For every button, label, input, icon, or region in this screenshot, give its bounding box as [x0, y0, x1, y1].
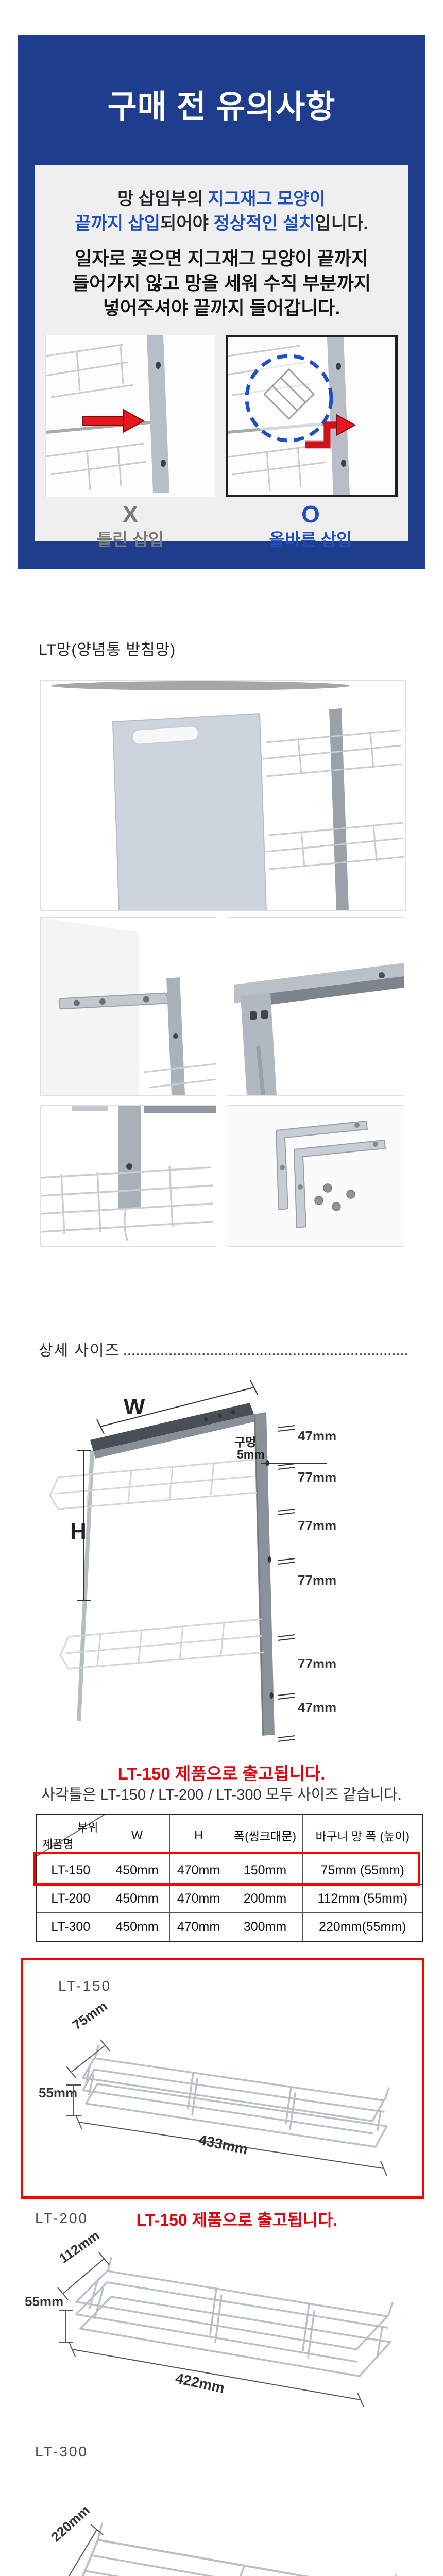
- notice-inner-panel: 망 삽입부의 지그재그 모양이 끝까지 삽입되어야 정상적인 설치입니다. 일자…: [35, 165, 408, 549]
- upper-basket: [49, 1459, 258, 1510]
- purchase-notice-box: 구매 전 유의사항 망 삽입부의 지그재그 모양이 끝까지 삽입되어야 정상적인…: [18, 35, 425, 569]
- photo-bracket-mounted: [40, 917, 216, 1096]
- frame-size-note: 사각틀은 LT-150 / LT-200 / LT-300 모두 사이즈 같습니…: [41, 1787, 402, 1803]
- wire-basket-lower: [266, 822, 405, 870]
- spec-table: 부위 제품명 W H 폭(씽크대문) 바구니 망 폭 (높이) LT-150 4…: [36, 1814, 423, 1942]
- magnifier-circle-icon: [245, 354, 333, 443]
- screws: [314, 1183, 355, 1211]
- h-dim-label: H: [70, 1519, 87, 1544]
- o-mark: O: [301, 501, 320, 528]
- lt300-tray-drawing: [68, 2522, 397, 2576]
- lt200-diagram: LT-200: [21, 2205, 428, 2437]
- metal-post: [147, 335, 169, 493]
- w-dim-label: W: [124, 1394, 145, 1419]
- col-header-basket: 바구니 망 폭 (높이): [302, 1814, 423, 1856]
- dim-47-top: 47mm: [298, 1428, 337, 1444]
- ship-notice-2: LT-150 제품으로 출고됩니다.: [136, 2211, 338, 2229]
- size-diagram: [49, 1378, 368, 1759]
- wrong-insertion-caption: X 틀린 삽입: [45, 501, 215, 550]
- l-brackets: [275, 1120, 386, 1229]
- notice-p1-highlight: 지그재그 모양이: [208, 189, 326, 209]
- zigzag-arrow-icon: [305, 414, 356, 449]
- hole-label: 구멍: [234, 1435, 257, 1449]
- rail-bracket: [241, 993, 277, 1095]
- notice-paragraph-1: 망 삽입부의 지그재그 모양이 끝까지 삽입되어야 정상적인 설치입니다.: [75, 189, 368, 233]
- lt300-diagram: LT-300 220mm 55mm 454mm: [21, 2439, 433, 2576]
- col-header-h: H: [169, 1814, 228, 1856]
- ship-notice-1: LT-150 제품으로 출고됩니다.: [117, 1764, 326, 1783]
- inner-rail: [258, 976, 404, 1006]
- lower-basket: [59, 1618, 265, 1670]
- wire-basket-upper: [263, 729, 403, 777]
- dim-47-bottom: 47mm: [298, 1700, 337, 1715]
- photo-basket-hook-detail: [40, 1105, 216, 1247]
- photo-correct-insertion: [226, 335, 398, 497]
- photo-product-installed: [40, 680, 406, 911]
- col-header-width: 폭(씽크대문): [227, 1814, 303, 1856]
- lt150-diagram-box: LT-150: [21, 1958, 424, 2199]
- dimension-ticks: [277, 1425, 296, 1742]
- table-row-lt200: LT-200 450mm 470mm 200mm 112mm (55mm): [36, 1884, 423, 1913]
- frame-post: [118, 1106, 141, 1209]
- table-row-lt300: LT-300 450mm 470mm 300mm 220mm(55mm): [36, 1912, 423, 1942]
- lt150-tray-drawing: [66, 2039, 390, 2176]
- notice-p1-text: 망 삽입부의: [117, 189, 208, 209]
- dotted-leader: [124, 1353, 407, 1355]
- lt150-height-dim: 55mm: [39, 2085, 78, 2100]
- lt150-diagram-label: LT-150: [58, 1978, 112, 1994]
- dim-77-2: 77mm: [298, 1518, 337, 1533]
- straight-arrow-icon: [82, 409, 145, 433]
- hole-size-label: 5mm: [237, 1448, 265, 1461]
- lt200-diagram-label: LT-200: [35, 2210, 89, 2226]
- table-corner-cell: 부위 제품명: [36, 1814, 105, 1856]
- photo-wrong-insertion: [45, 335, 215, 497]
- x-mark: X: [122, 501, 139, 528]
- notice-title: 구매 전 유의사항: [107, 89, 336, 125]
- lt200-tray-drawing: [57, 2252, 394, 2408]
- notice-paragraph-2: 일자로 꽂으면 지그재그 모양이 끝까지 들어가지 않고 망을 세워 수직 부분…: [72, 248, 371, 318]
- detail-size-heading: 상세 사이즈: [39, 1337, 407, 1360]
- rack-post: [329, 708, 349, 910]
- cabinet-door: [112, 713, 267, 910]
- correct-insertion-caption: O 올바른 삽입: [226, 501, 396, 550]
- basket-wires: [41, 1166, 214, 1241]
- product-name-label: LT망(양념통 받침망): [39, 641, 176, 658]
- table-row-lt150: LT-150 450mm 470mm 150mm 75mm (55mm): [36, 1856, 423, 1885]
- dim-77-4: 77mm: [298, 1656, 337, 1671]
- door-handle: [132, 725, 199, 745]
- photo-brackets-screws: [227, 1105, 404, 1247]
- dim-77-1: 77mm: [298, 1469, 337, 1485]
- dim-77-3: 77mm: [298, 1572, 337, 1588]
- lt200-height-dim: 55mm: [25, 2294, 64, 2309]
- photo-slide-rail: [227, 917, 404, 1096]
- lt300-diagram-label: LT-300: [35, 2444, 89, 2460]
- col-header-w: W: [104, 1814, 170, 1856]
